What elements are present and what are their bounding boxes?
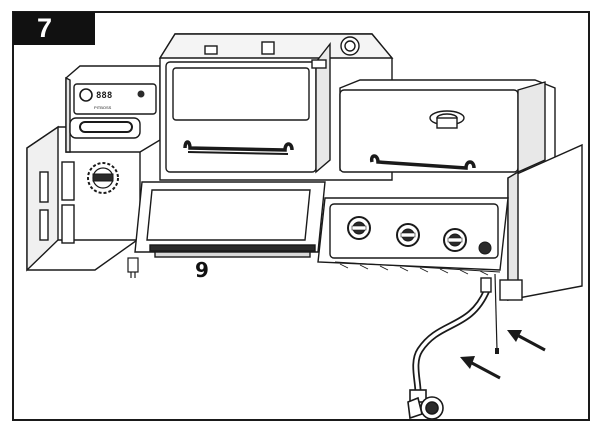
diagram-border [12, 11, 590, 421]
gas-grill-unit [339, 79, 556, 174]
controller-display: 888 [96, 91, 112, 101]
pit-boss-logo-icon [87, 162, 119, 194]
gas-regulator-icon [407, 389, 444, 420]
part-callout-label: 9 [195, 258, 209, 282]
arrow-icon [460, 356, 501, 380]
controller-panel: 888 PITBOSS [79, 88, 145, 110]
burner-knob-icon [443, 228, 467, 252]
igniter-wire [494, 273, 498, 351]
controller-brand: PITBOSS [94, 105, 112, 110]
step-number-badge: 7 [13, 12, 95, 45]
pellet-hopper [65, 65, 161, 153]
grill-lid-handle [369, 154, 476, 170]
burner-knob-icon [347, 216, 371, 240]
arrow-icon [507, 330, 546, 352]
smoker-lid-handle [183, 140, 294, 152]
grill-lid [339, 89, 519, 173]
burner-knob-icon [396, 223, 420, 247]
igniter-button-icon [478, 241, 492, 255]
control-dial-icon [79, 88, 93, 102]
flame-indicator-icon [137, 90, 145, 98]
smoker-unit [158, 33, 394, 181]
power-plug-icon [127, 257, 139, 278]
front-panel [134, 181, 326, 258]
left-side-shelf [26, 125, 141, 272]
right-side-shelf [499, 143, 583, 302]
